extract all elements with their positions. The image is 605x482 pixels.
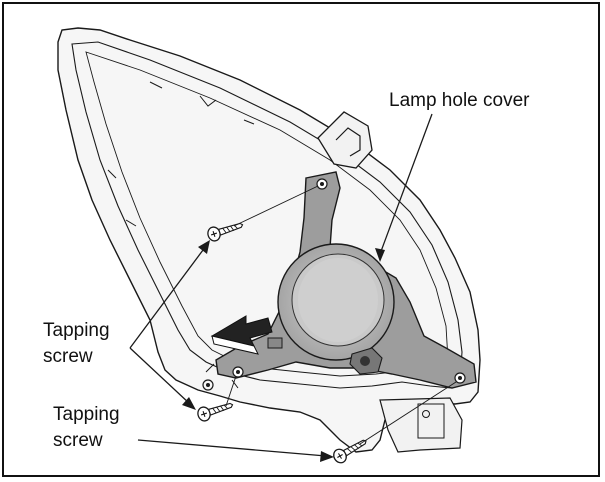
label-tapping-screw-upper: Tapping screw — [43, 318, 153, 370]
top-bracket-tab — [317, 111, 373, 169]
label-line: screw — [43, 346, 93, 367]
figure-border — [2, 2, 600, 477]
label-line: Tapping — [43, 320, 110, 341]
label-line: Tapping — [53, 404, 120, 425]
lens-inner-rim — [85, 51, 449, 377]
leader-tapping-screw-lower — [129, 347, 191, 405]
label-tapping-screw-bottom: Tapping screw — [53, 402, 163, 454]
label-lamp-hole-cover: Lamp hole cover — [389, 90, 530, 111]
label-line: screw — [53, 430, 103, 451]
tapping-screw-bottom — [333, 439, 367, 464]
leader-tapping-screw-upper — [129, 245, 207, 349]
lower-mount — [379, 397, 463, 453]
leader-lamp-hole-cover — [379, 113, 433, 255]
leader-tapping-screw-bottom — [137, 439, 327, 457]
tapping-screw-lower-left — [197, 402, 234, 422]
